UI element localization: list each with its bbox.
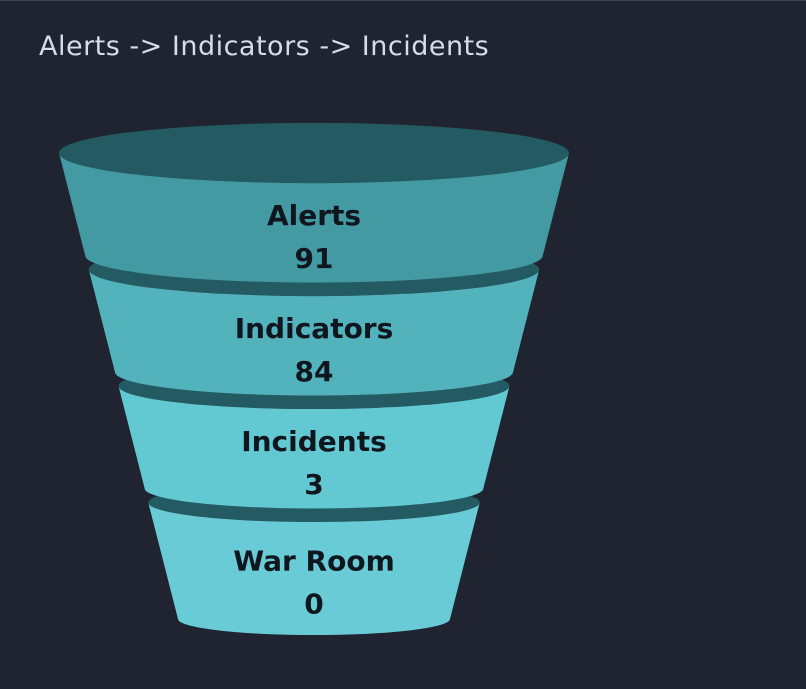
- segment-label: Indicators: [235, 312, 394, 345]
- segment-label: War Room: [233, 545, 395, 578]
- panel-title: Alerts -> Indicators -> Incidents: [39, 31, 490, 62]
- funnel-segment-alerts[interactable]: Alerts 91: [59, 122, 569, 283]
- segment-body: [148, 502, 480, 636]
- segment-value: 3: [304, 468, 323, 501]
- segment-top-cap: [59, 122, 569, 184]
- segment-body: [88, 269, 540, 396]
- segment-label: Incidents: [241, 425, 387, 458]
- segment-value: 91: [295, 242, 334, 275]
- segment-label: Alerts: [267, 199, 361, 232]
- segment-value: 84: [295, 355, 334, 388]
- segment-value: 0: [304, 588, 323, 621]
- segment-body: [59, 153, 569, 283]
- segment-body: [118, 386, 510, 509]
